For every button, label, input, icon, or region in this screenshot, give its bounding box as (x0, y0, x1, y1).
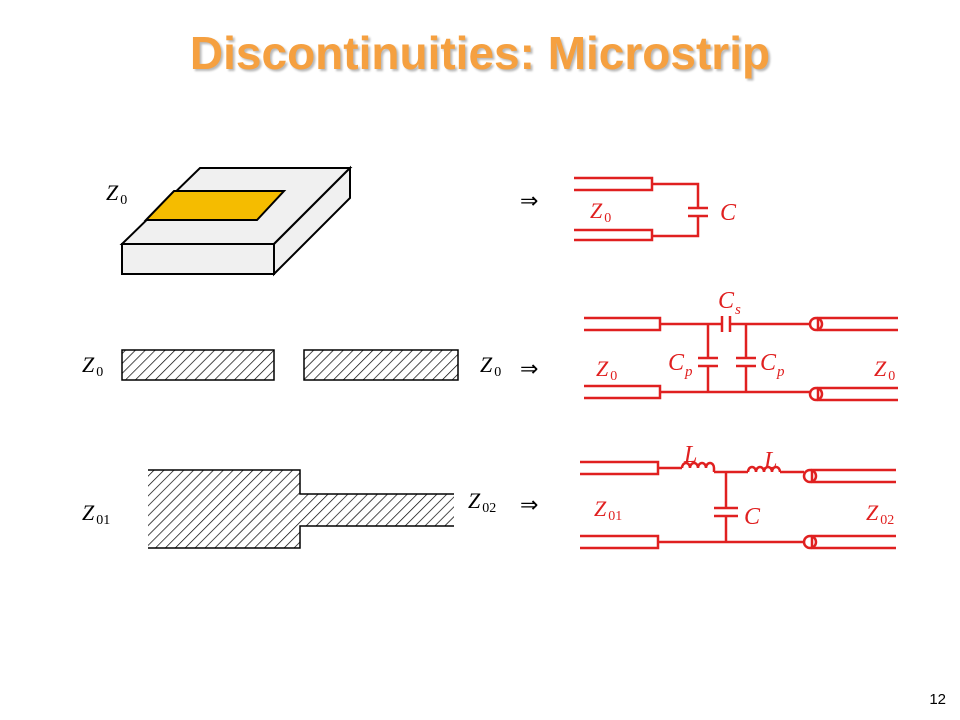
cp-left-label: Cp (668, 350, 693, 380)
line-stub-left-top (580, 460, 660, 476)
line-stub-left-top (584, 316, 662, 332)
line-stub-right-top (810, 468, 896, 484)
arrow-icon: ⇒ (520, 356, 538, 381)
strip-right (303, 349, 459, 381)
line-stub-bottom (574, 228, 654, 242)
l-left-label: L (683, 442, 697, 468)
cs-label: Cs (718, 288, 741, 318)
page-number: 12 (929, 691, 946, 708)
arrow-icon: ⇒ (520, 188, 538, 213)
inductor-right (746, 465, 782, 473)
arrow-icon: ⇒ (520, 492, 538, 517)
line-stub-left-bottom (580, 534, 660, 550)
capacitor-label: C (720, 200, 737, 226)
line-stub-left-bottom (584, 384, 662, 400)
c-label: C (744, 504, 761, 530)
line-stub-right-bottom (810, 534, 896, 550)
wide-strip (148, 470, 454, 548)
gap-circuit (584, 316, 898, 402)
open-end-circuit (574, 176, 708, 242)
slide-title: Discontinuities: Microstrip (189, 27, 771, 79)
line-stub-right-bottom (816, 386, 898, 402)
inductor-left (680, 461, 716, 469)
line-stub-right-top (816, 316, 898, 332)
l-right-label: L (763, 448, 777, 474)
cp-right-label: Cp (760, 350, 785, 380)
line-stub-top (574, 176, 654, 192)
substrate-front (121, 243, 275, 275)
microstrip-conductor (143, 190, 287, 221)
strip-left (121, 349, 275, 381)
step-circuit (580, 460, 896, 550)
